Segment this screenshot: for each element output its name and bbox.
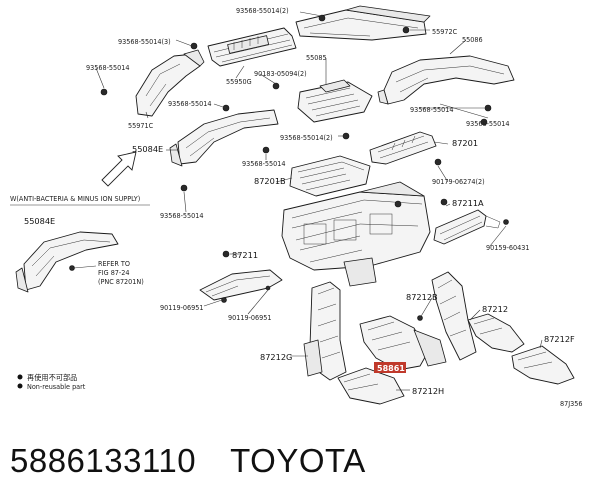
part-87212H[interactable] xyxy=(337,367,405,405)
callout-87212F: 87212F xyxy=(544,334,575,344)
part-87212B[interactable] xyxy=(431,271,477,361)
legend-jp: 再使用不可部品 xyxy=(27,373,77,382)
callout-93568-55014-mid: 93568-55014 xyxy=(168,99,211,108)
highlight-box xyxy=(374,362,406,373)
callout-93568-55014-3: 93568-55014(3) xyxy=(118,37,171,46)
figure-code: 87J356 xyxy=(560,399,582,408)
pointer-arrow-icon xyxy=(101,151,137,187)
refer-note-line1: REFER TO xyxy=(98,259,130,268)
part-55972C[interactable] xyxy=(295,5,431,41)
part-87211[interactable] xyxy=(199,269,283,303)
part-55084E[interactable] xyxy=(169,109,279,167)
callout-90159-60431: 90159-60431 xyxy=(486,243,529,252)
callout-93568-55014-2-top: 93568-55014(2) xyxy=(236,6,289,15)
leader-lines xyxy=(73,11,543,391)
refer-note-line2: FIG 87-24 xyxy=(98,268,129,277)
callout-55086: 55086 xyxy=(462,35,483,44)
callout-90179-06274-2: 90179-06274(2) xyxy=(432,177,485,186)
part-55950G[interactable] xyxy=(207,27,297,67)
callout-93568-55014-center: 93568-55014 xyxy=(242,159,285,168)
callout-90183-05094-2: 90183-05094(2) xyxy=(254,69,307,78)
callout-87212: 87212 xyxy=(482,304,508,314)
non-reusable-bullet-icon-2 xyxy=(17,383,23,389)
callout-93568-55014-2-mid: 93568-55014(2) xyxy=(280,133,333,142)
callout-87211: 87211 xyxy=(232,250,258,260)
non-reusable-bullet-icon xyxy=(17,374,23,380)
callout-55971C: 55971C xyxy=(128,121,154,130)
callout-87212B: 87212B xyxy=(406,292,438,302)
part-87201[interactable] xyxy=(369,131,437,165)
part-hvac-unit[interactable] xyxy=(281,181,431,287)
callout-55085: 55085 xyxy=(306,53,327,62)
callout-55084E-box: 55084E xyxy=(24,216,55,226)
callout-87201: 87201 xyxy=(452,138,478,148)
callout-87201B: 87201B xyxy=(254,176,286,186)
callout-93568-55014-left: 93568-55014 xyxy=(86,63,129,72)
callout-93568-55014-right2: 93568-55014 xyxy=(466,119,509,128)
legend-en: Non-reusable part xyxy=(27,382,86,391)
callout-93568-55014-low: 93568-55014 xyxy=(160,211,203,220)
refer-note-line3: (PNC 87201N) xyxy=(98,277,144,286)
callout-90119-06951-b: 90119-06951 xyxy=(228,313,271,322)
part-87212[interactable] xyxy=(467,313,525,353)
callout-93568-55014-right1: 93568-55014 xyxy=(410,105,453,114)
part-55086[interactable] xyxy=(377,55,515,105)
part-87201B[interactable] xyxy=(289,155,371,197)
fastener-icons xyxy=(69,14,492,321)
part-58861[interactable] xyxy=(359,315,447,371)
anti-bacteria-note: W(ANTI-BACTERIA & MINUS ION SUPPLY) xyxy=(10,194,140,203)
callout-87211A: 87211A xyxy=(452,198,484,208)
callout-87212G: 87212G xyxy=(260,352,292,362)
callout-55950G: 55950G xyxy=(226,77,252,86)
part-55085[interactable] xyxy=(297,79,373,123)
callout-55972C: 55972C xyxy=(432,27,458,36)
part-55084E-variant[interactable] xyxy=(15,231,119,293)
part-87212F[interactable] xyxy=(511,345,575,385)
callout-55084E: 55084E xyxy=(132,144,163,154)
part-87212G[interactable] xyxy=(303,281,347,381)
callout-90119-06951-a: 90119-06951 xyxy=(160,303,203,312)
callout-87212H: 87212H xyxy=(412,386,444,396)
part-footer: 5886133110 TOYOTA xyxy=(10,436,590,486)
part-87211A[interactable] xyxy=(433,209,509,245)
part-55971C[interactable] xyxy=(135,49,205,117)
parts-diagram: 93568-55014(2) 55972C 93568-55014(3) 550… xyxy=(10,5,582,408)
brand-name: TOYOTA xyxy=(230,442,366,479)
callout-58861[interactable]: 58861 xyxy=(377,364,405,373)
part-number: 5886133110 xyxy=(10,442,197,479)
